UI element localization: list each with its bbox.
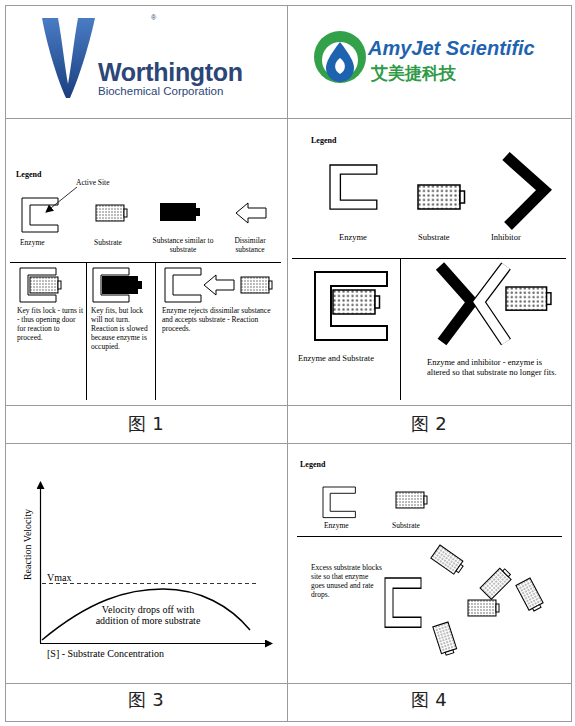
- substrate-shape: [516, 578, 545, 613]
- table-grid: [6, 6, 572, 722]
- leader-arrow: [46, 187, 77, 212]
- y-axis: [40, 482, 41, 643]
- legend-text: Substrate: [94, 238, 134, 247]
- substrate-shape: [506, 287, 551, 310]
- legend-text: Dissimilar substance: [227, 236, 273, 254]
- brand-name: Worthington: [98, 58, 268, 87]
- trademark-mark: ®: [151, 14, 163, 21]
- legend-text: Enzyme: [20, 238, 60, 247]
- enzyme-shape: [330, 165, 377, 209]
- figure-4: [297, 487, 562, 656]
- legend-text: Substrate: [392, 521, 432, 530]
- axis-title: Reaction Velocity: [22, 475, 33, 615]
- divider-line: [86, 262, 87, 400]
- amyjet-logo: [314, 31, 366, 83]
- brand-name: AmyJet Scientific: [368, 37, 568, 60]
- divider-line: [292, 258, 566, 259]
- figure-caption: 图 3: [5, 688, 287, 712]
- similar-substance-shape: [160, 203, 200, 221]
- enzyme-shape: [323, 487, 355, 518]
- substrate-shape: [431, 545, 466, 576]
- panel-caption: Enzyme and inhibitor - enzyme is altered…: [427, 357, 565, 377]
- substrate-shape: [433, 622, 458, 656]
- brand-subtitle: Biochemical Corporation: [98, 85, 278, 97]
- panel-caption: Enzyme and Substrate: [298, 353, 398, 363]
- divider-line: [400, 258, 401, 400]
- enzyme-shape: [385, 578, 421, 627]
- legend-text: Inhibitor: [491, 232, 551, 242]
- inhibitor-shape: [440, 266, 472, 342]
- similar-substance-shape: [102, 276, 142, 294]
- figure-3: [40, 482, 272, 644]
- panel-caption: Key fits lock - turns it - thus opening …: [17, 306, 85, 342]
- legend-text: Enzyme: [339, 232, 399, 242]
- altered-enzyme-shape: [479, 266, 506, 342]
- curve-note: Velocity drops off with addition of more…: [86, 604, 210, 626]
- vmax-line: [42, 583, 258, 584]
- legend-heading: Legend: [300, 460, 340, 469]
- substrate-shape: [418, 185, 465, 209]
- substrate-shape: [241, 277, 272, 293]
- enzyme-shape: [22, 198, 58, 232]
- enzyme-shape: [165, 268, 201, 302]
- figure-caption: 图 2: [287, 412, 571, 436]
- legend-text: Enzyme: [324, 521, 364, 530]
- figure-2: [292, 156, 566, 400]
- dissimilar-substance-shape: [236, 203, 266, 223]
- callout-label: Active Site: [76, 178, 136, 187]
- legend-heading: Legend: [16, 170, 56, 179]
- x-axis: [40, 643, 272, 644]
- legend-heading: Legend: [311, 136, 361, 145]
- panel-caption: Excess substrate blocks site so that enz…: [311, 563, 383, 599]
- divider-line: [155, 262, 156, 400]
- substrate-shape: [480, 566, 513, 599]
- legend-text: Substance similar to substrate: [146, 236, 220, 254]
- dissimilar-substance-shape: [204, 275, 234, 295]
- worthington-logo: [42, 18, 95, 98]
- altered-enzyme-shape: [479, 266, 506, 342]
- panel-caption: Enzyme rejects dissimilar substance and …: [162, 306, 280, 333]
- figure-caption: 图 1: [5, 412, 287, 436]
- brand-name: 艾美捷科技: [371, 62, 501, 85]
- substrate-shape: [333, 290, 380, 314]
- substrate-shape: [468, 600, 499, 616]
- figure-caption: 图 4: [287, 688, 571, 712]
- divider-line: [297, 536, 562, 537]
- divider-line: [10, 262, 281, 263]
- substrate-shape: [30, 277, 61, 293]
- inhibitor-shape: [506, 156, 544, 226]
- substrate-shape: [396, 492, 427, 508]
- panel-caption: Key fits, but lock will not turn. Reacti…: [91, 306, 153, 351]
- figure-1: [10, 187, 281, 400]
- legend-text: Substrate: [418, 232, 478, 242]
- velocity-curve: [42, 589, 250, 640]
- vmax-label: Vmax: [47, 572, 77, 583]
- substrate-shape: [96, 205, 127, 221]
- enzyme-shape: [315, 272, 387, 340]
- axis-title: [S] - Substrate Concentration: [47, 648, 217, 659]
